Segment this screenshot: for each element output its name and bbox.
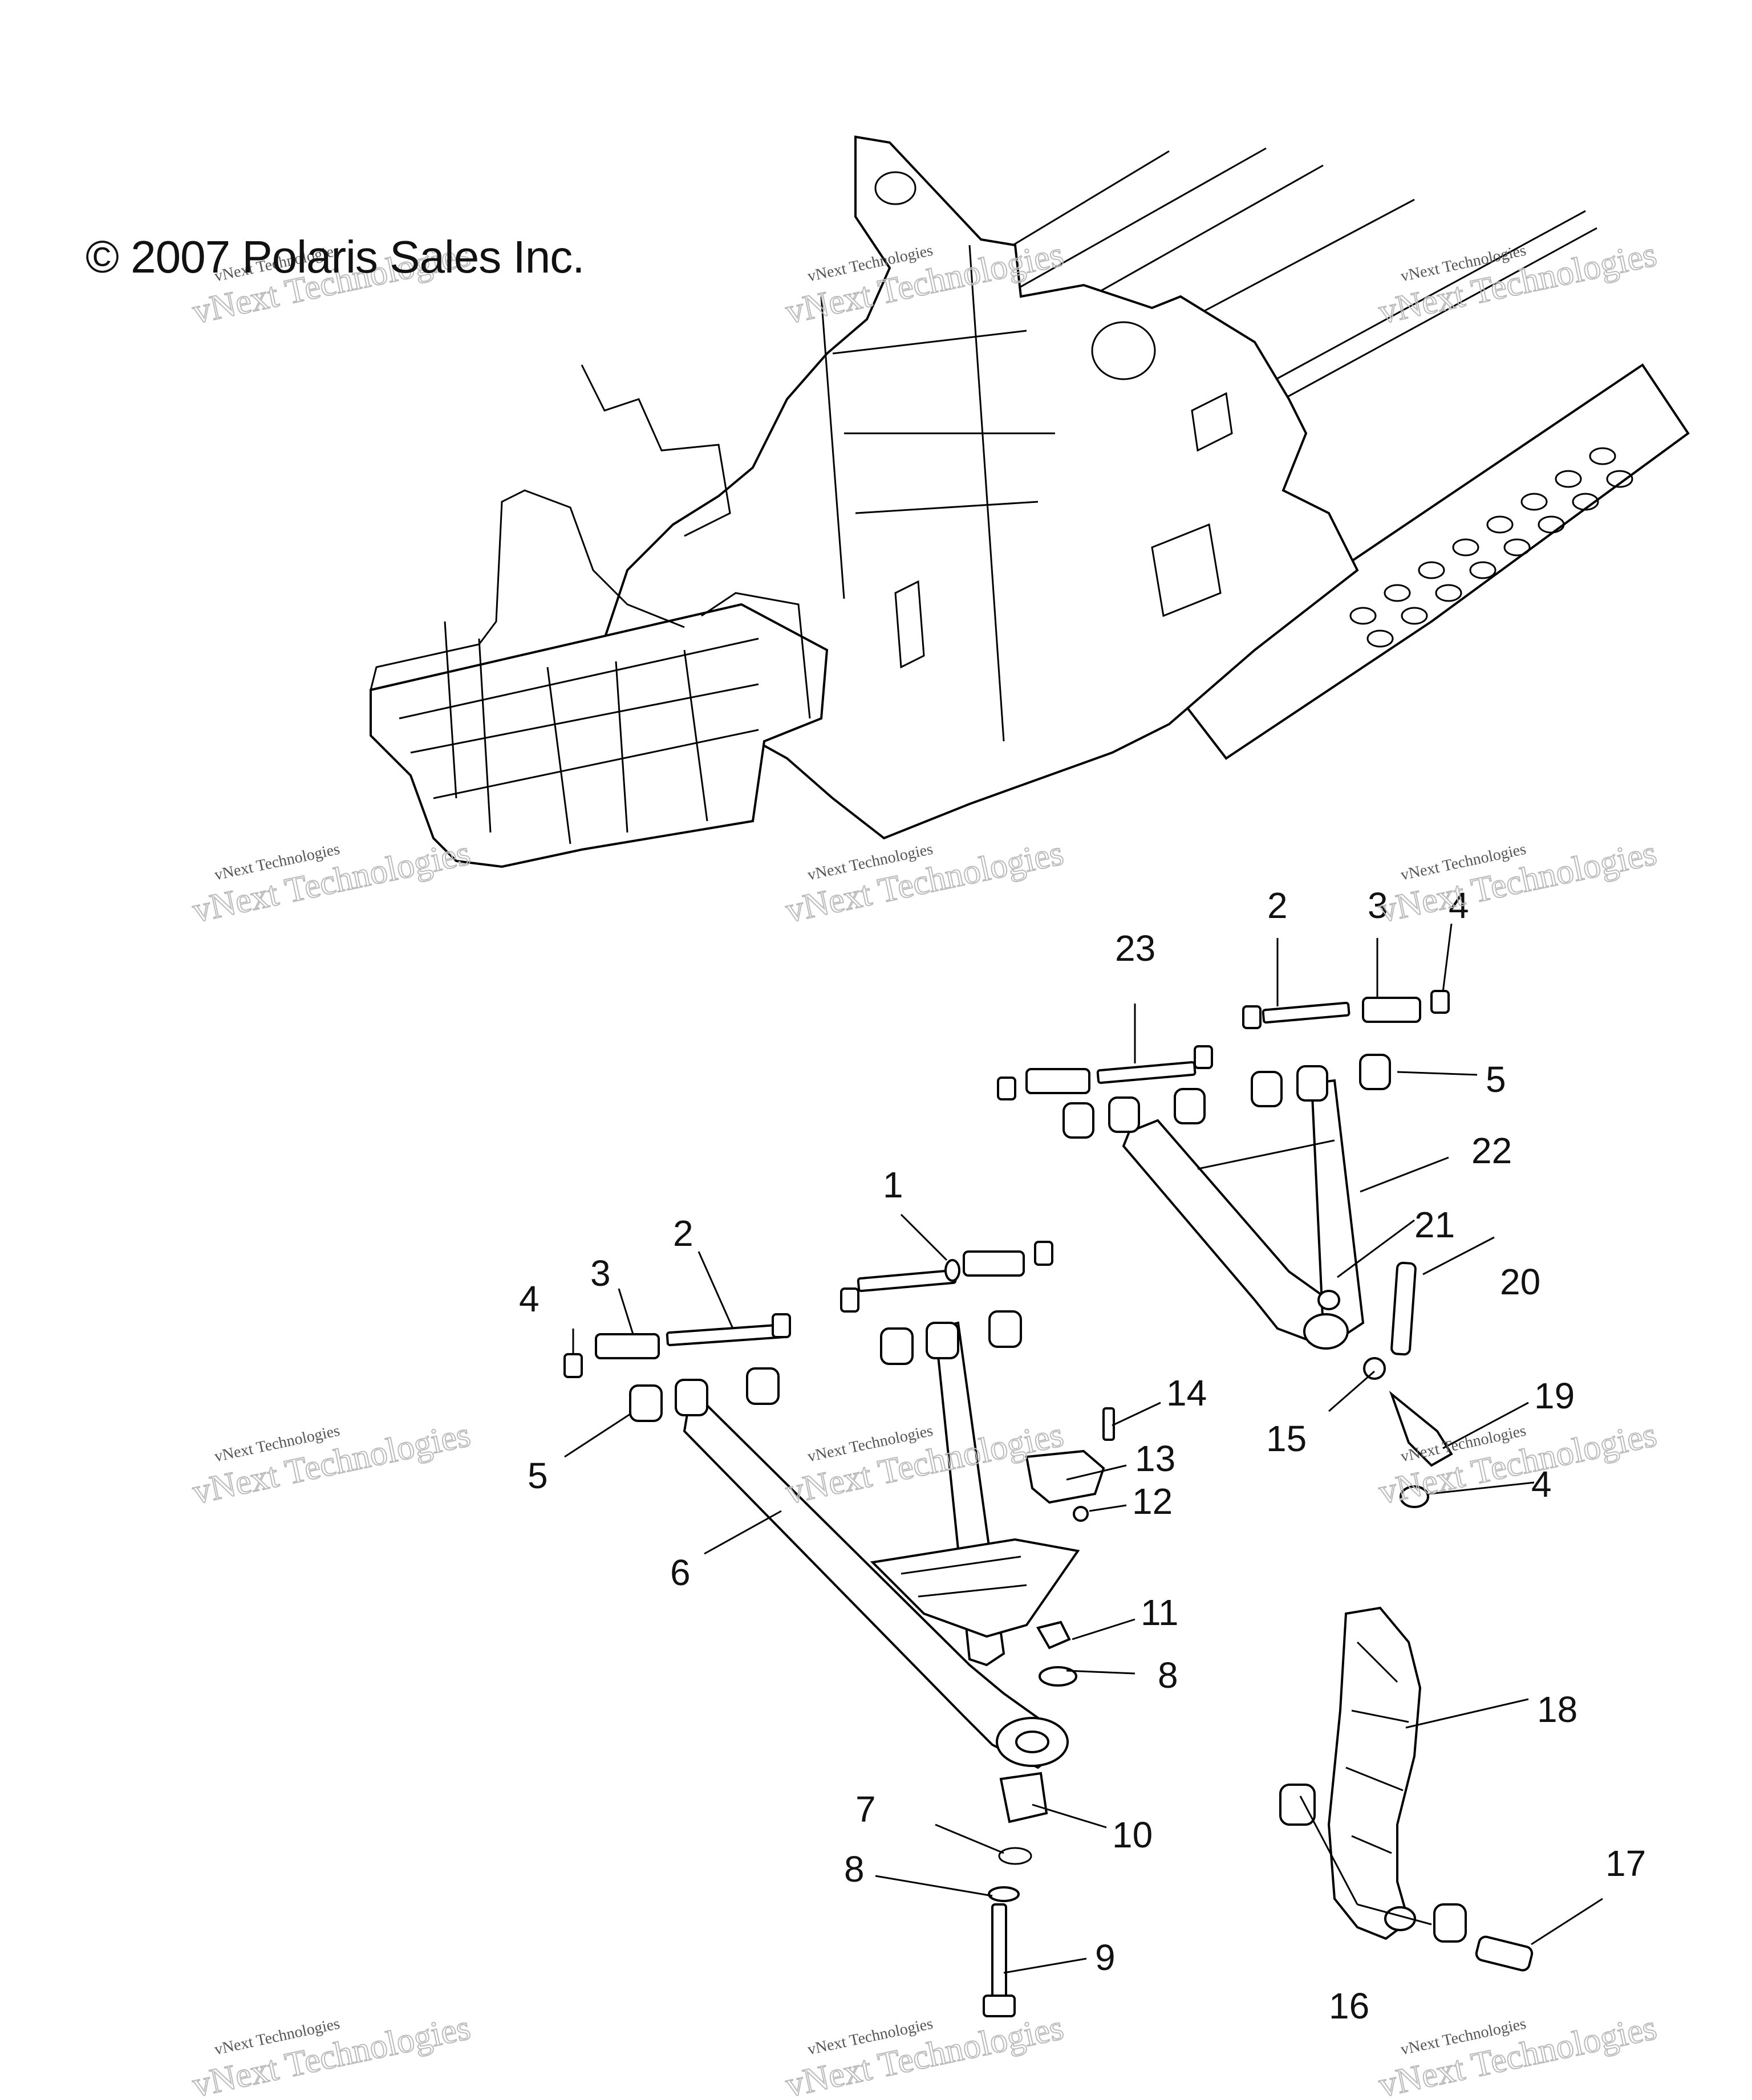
callout-8-upper: 8 xyxy=(1158,1655,1178,1696)
lower-bushings xyxy=(629,1310,1022,1422)
callout-17: 17 xyxy=(1605,1843,1646,1884)
callout-7: 7 xyxy=(855,1789,876,1830)
callout-8: 8 xyxy=(844,1849,865,1890)
callout-6: 6 xyxy=(670,1552,691,1593)
callout-9: 9 xyxy=(1095,1937,1116,1978)
copyright-text: © 2007 Polaris Sales Inc. xyxy=(86,231,585,282)
callout-4-spindle: 4 xyxy=(1531,1464,1552,1505)
callout-11: 11 xyxy=(1141,1592,1178,1633)
callout-5: 5 xyxy=(528,1455,548,1496)
callout-1: 1 xyxy=(883,1164,903,1205)
leader-lines xyxy=(564,923,1603,1974)
callout-2-upper: 2 xyxy=(1267,885,1288,926)
callout-23: 23 xyxy=(1115,928,1155,969)
callout-2: 2 xyxy=(673,1213,694,1254)
upper-a-arm-assembly xyxy=(997,990,1453,1508)
upper-bushings xyxy=(1062,1054,1391,1139)
spindle-assembly xyxy=(1279,1606,1534,1972)
callout-3-upper: 3 xyxy=(1368,885,1388,926)
running-board-holes xyxy=(1349,447,1633,648)
callout-19: 19 xyxy=(1534,1375,1575,1416)
callout-20: 20 xyxy=(1500,1261,1540,1302)
callout-14: 14 xyxy=(1166,1372,1207,1413)
callout-22: 22 xyxy=(1471,1130,1512,1171)
callout-4: 4 xyxy=(519,1278,540,1319)
callout-10: 10 xyxy=(1112,1814,1153,1855)
callout-15: 15 xyxy=(1266,1418,1307,1459)
callout-21: 21 xyxy=(1414,1204,1455,1245)
callout-5-upper: 5 xyxy=(1486,1059,1506,1100)
callout-4-upper: 4 xyxy=(1449,885,1469,926)
callout-16: 16 xyxy=(1329,1985,1369,2026)
callout-13: 13 xyxy=(1135,1438,1175,1479)
callout-18: 18 xyxy=(1537,1689,1577,1730)
callout-labels: 1 2 3 4 5 6 7 8 9 10 11 12 13 14 15 16 1… xyxy=(519,885,1646,2026)
lower-a-arm-assembly xyxy=(563,1241,1115,2017)
callout-3: 3 xyxy=(590,1253,611,1294)
chassis-frame xyxy=(370,135,1690,868)
callout-12: 12 xyxy=(1132,1481,1173,1522)
